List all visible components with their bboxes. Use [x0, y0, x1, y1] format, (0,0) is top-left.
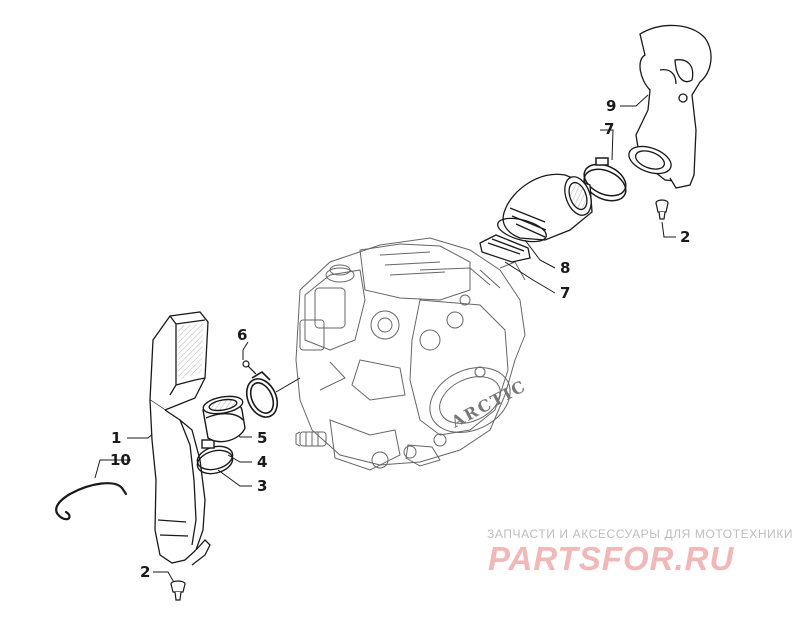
leader-10 — [94, 459, 131, 479]
part-7a-hose-clamp — [583, 157, 627, 202]
callout-8: 8 — [560, 259, 570, 277]
leader-7a — [600, 129, 614, 161]
watermark-tagline: ЗАПЧАСТИ И АКСЕССУАРЫ ДЛЯ МОТОТЕХНИКИ — [487, 527, 794, 541]
leader-7b — [504, 261, 556, 294]
callout-7a: 7 — [604, 120, 614, 138]
part-1-highlights — [178, 323, 203, 380]
callout-5: 5 — [257, 429, 267, 447]
part-10-wire-clip-end — [120, 486, 128, 496]
leader-lines — [94, 94, 676, 585]
leader-2a — [153, 571, 176, 585]
callout-10: 10 — [110, 451, 131, 469]
part-5-clamp-ring — [245, 370, 301, 418]
callout-9: 9 — [606, 97, 616, 115]
leader-6 — [242, 341, 249, 360]
engine-assembly — [295, 237, 526, 471]
part-7b-hose-clamp — [479, 234, 531, 263]
callout-7b: 7 — [560, 284, 570, 302]
leader-3 — [217, 469, 252, 487]
callout-6: 6 — [237, 326, 247, 344]
part-3-hose-clamp — [196, 439, 234, 475]
leader-9 — [620, 94, 649, 107]
callout-2a: 2 — [140, 563, 150, 581]
part-8-elbow-boot — [497, 173, 593, 243]
part-10-wire-clip — [55, 482, 124, 521]
part-2a-push-rivet — [170, 580, 186, 601]
part-9-upper-duct — [628, 24, 712, 189]
watermark-logo: PARTSFOR.RU — [488, 540, 735, 577]
callout-3: 3 — [257, 477, 267, 495]
callout-labels: 1 10 2 6 5 4 3 9 7 2 8 7 — [110, 97, 690, 581]
part-2b-push-rivet — [655, 199, 669, 220]
part-4-boot — [202, 395, 246, 443]
callout-4: 4 — [257, 453, 267, 471]
leader-8 — [524, 239, 556, 269]
callout-2b: 2 — [680, 228, 690, 246]
leader-2b — [661, 221, 676, 238]
part-6-screw — [242, 360, 257, 375]
callout-1: 1 — [111, 429, 121, 447]
